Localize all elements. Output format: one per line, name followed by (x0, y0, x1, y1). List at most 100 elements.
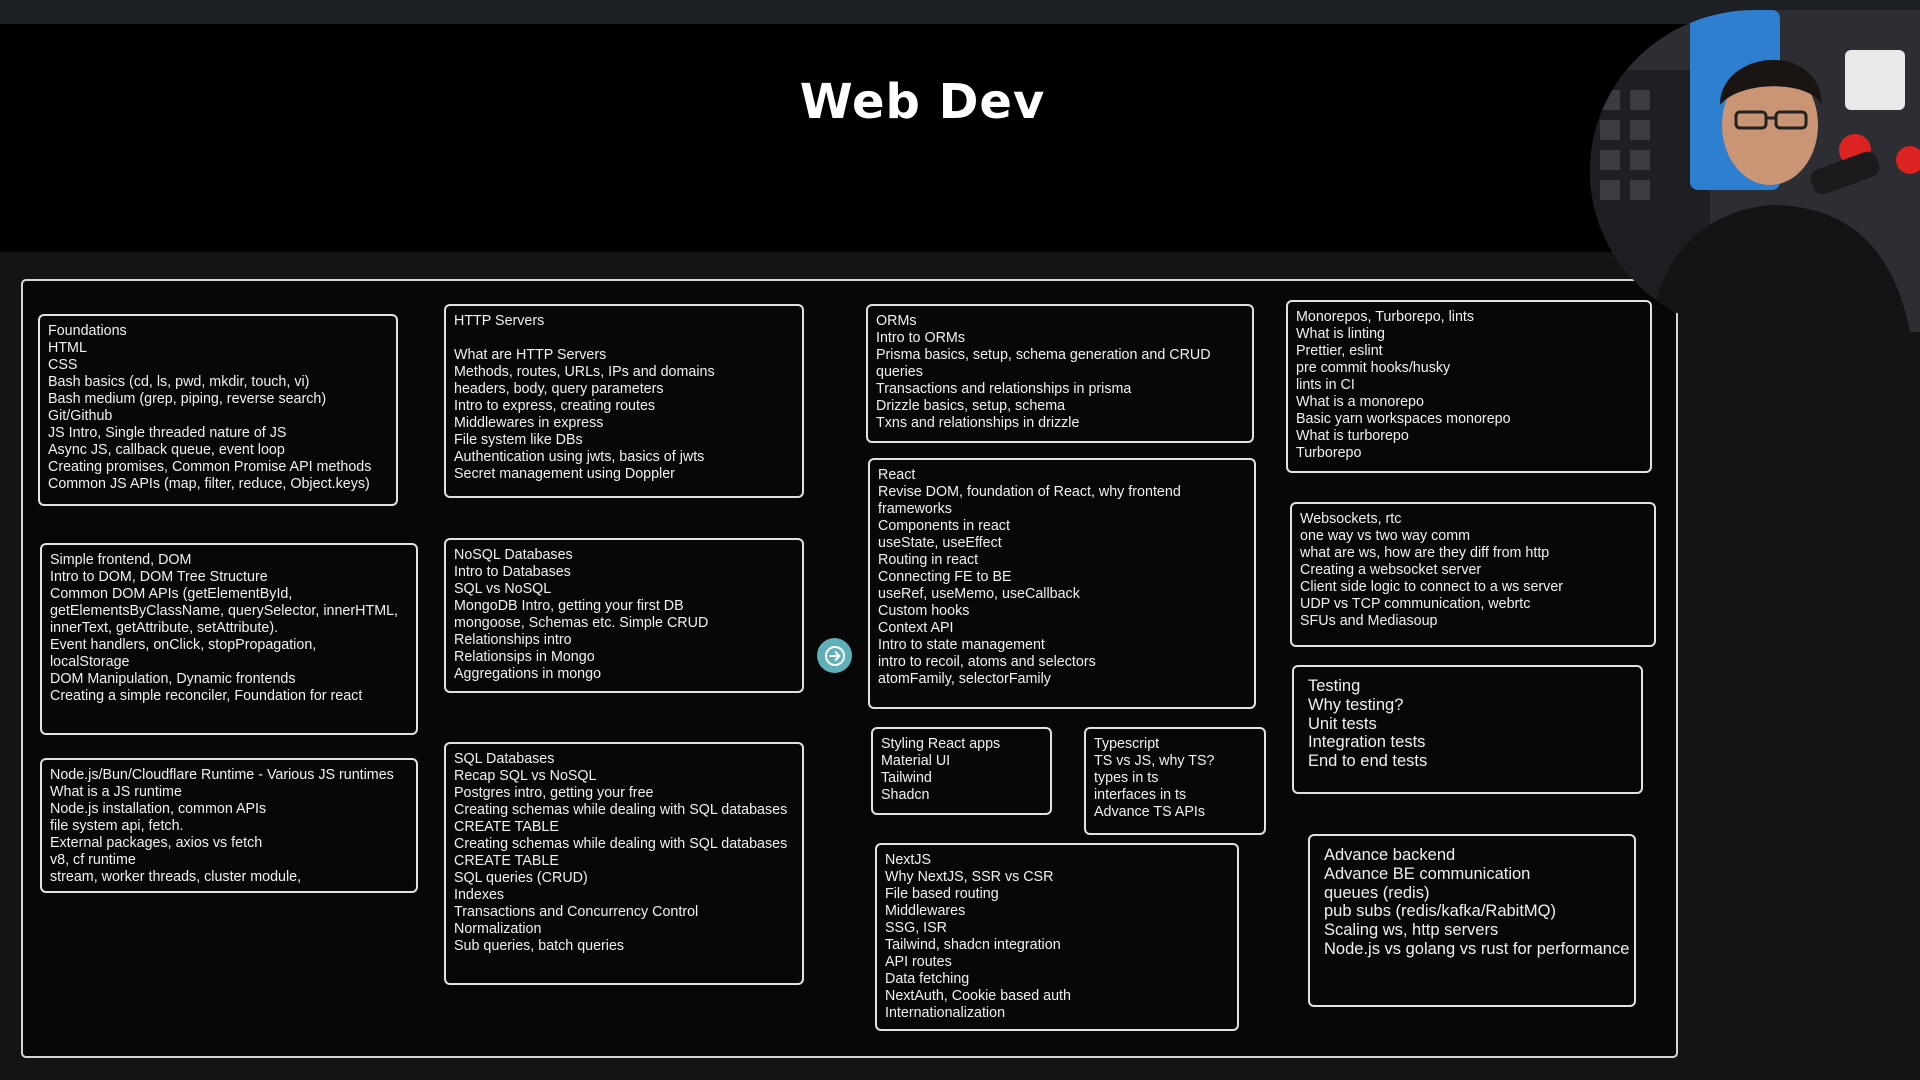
card-line: atomFamily, selectorFamily (878, 671, 1051, 687)
card-line: Internationalization (885, 1005, 1006, 1021)
card-line: lints in CI (1296, 377, 1355, 393)
card-line: Secret management using Doppler (454, 466, 675, 482)
card-line: SSG, ISR (885, 920, 947, 936)
card-line: pre commit hooks/husky (1296, 360, 1451, 376)
presenter-webcam (1590, 10, 1920, 332)
card-line: Custom hooks (878, 603, 970, 619)
card-line: Intro to ORMs (876, 330, 965, 346)
card-line: v8, cf runtime (50, 852, 136, 868)
card-line: Git/Github (48, 408, 113, 424)
card-line: Unit tests (1308, 714, 1377, 733)
card-line: MongoDB Intro, getting your first DB (454, 598, 684, 614)
card-title: ORMs (876, 313, 917, 329)
card-line: Normalization (454, 921, 542, 937)
card-line: Authentication using jwts, basics of jwt… (454, 449, 705, 465)
card-title: Simple frontend, DOM (50, 552, 192, 568)
card-line: Advance BE communication (1324, 864, 1531, 883)
card-line: Bash basics (cd, ls, pwd, mkdir, touch, … (48, 374, 310, 390)
card-line: Intro to state management (878, 637, 1045, 653)
card-title: SQL Databases (454, 751, 555, 767)
card-line: CREATE TABLE (454, 819, 559, 835)
card-title: Advance backend (1324, 846, 1456, 864)
card-line: Transactions and relationships in prisma (876, 381, 1132, 397)
card-line: Scaling ws, http servers (1324, 921, 1499, 940)
card-title: NextJS (885, 852, 932, 868)
card-line: getElementsByClassName, querySelector, i… (50, 603, 399, 619)
card-line: Recap SQL vs NoSQL (454, 768, 597, 784)
card-line: CSS (48, 357, 78, 373)
card-line: What is turborepo (1296, 428, 1409, 444)
card-title: Monorepos, Turborepo, lints (1296, 309, 1475, 325)
card-line: Integration tests (1308, 733, 1426, 752)
card-line: Tailwind (881, 770, 932, 786)
card-line: Txns and relationships in drizzle (876, 415, 1080, 431)
card-line: Middlewares (885, 903, 966, 919)
card-line: innerText, getAttribute, setAttribute). (50, 620, 279, 636)
card-line: Creating a websocket server (1300, 562, 1482, 578)
card-line: Shadcn (881, 787, 930, 803)
card-line: Creating schemas while dealing with SQL … (454, 836, 788, 852)
card-line: Why testing? (1308, 695, 1404, 714)
card-line: Data fetching (885, 971, 970, 987)
card-line: intro to recoil, atoms and selectors (878, 654, 1096, 670)
card-line: HTML (48, 340, 87, 356)
card-title: React (878, 467, 916, 483)
card-line: pub subs (redis/kafka/RabitMQ) (1324, 902, 1557, 921)
card-line: Async JS, callback queue, event loop (48, 442, 285, 458)
card-title: NoSQL Databases (454, 547, 573, 563)
card-line: interfaces in ts (1094, 787, 1187, 803)
card-title: Typescript (1094, 736, 1160, 752)
card-line: UDP vs TCP communication, webrtc (1300, 596, 1531, 612)
card-line: file system api, fetch. (50, 818, 184, 834)
card-line: Components in react (878, 518, 1010, 534)
card-line: what are ws, how are they diff from http (1300, 545, 1550, 561)
card-line: Intro to DOM, DOM Tree Structure (50, 569, 268, 585)
card-line: TS vs JS, why TS? (1094, 753, 1215, 769)
card-line: What is linting (1296, 326, 1385, 342)
card-line: Routing in react (878, 552, 979, 568)
arrow-right-circle-icon[interactable] (817, 638, 852, 673)
card-line: JS Intro, Single threaded nature of JS (48, 425, 287, 441)
card-line: useState, useEffect (878, 535, 1002, 551)
card-line: Intro to Databases (454, 564, 571, 580)
card-line: Aggregations in mongo (454, 666, 602, 682)
card-line: useRef, useMemo, useCallback (878, 586, 1080, 602)
card-line: Tailwind, shadcn integration (885, 937, 1061, 953)
roadmap-board (21, 279, 1678, 1058)
card-line: Common JS APIs (map, filter, reduce, Obj… (48, 476, 370, 492)
page-title: Web Dev (799, 74, 1046, 130)
card-line: Event handlers, onClick, stopPropagation… (50, 637, 317, 653)
card-title: Node.js/Bun/Cloudflare Runtime - Various… (50, 767, 394, 783)
card-line: Prettier, eslint (1296, 343, 1383, 359)
card-line: Drizzle basics, setup, schema (876, 398, 1066, 414)
card-line: End to end tests (1308, 752, 1428, 771)
card-title: Styling React apps (881, 736, 1001, 752)
card-line: SQL vs NoSQL (454, 581, 552, 597)
card-line: CREATE TABLE (454, 853, 559, 869)
card-line: localStorage (50, 654, 130, 670)
card-line: SQL queries (CRUD) (454, 870, 588, 886)
card-line: queues (redis) (1324, 883, 1430, 902)
card-line: Turborepo (1296, 445, 1362, 461)
card-line: Node.js vs golang vs rust for performanc… (1324, 939, 1630, 958)
card-line: Methods, routes, URLs, IPs and domains (454, 364, 715, 380)
card-line: Relationships intro (454, 632, 572, 648)
card-line: Sub queries, batch queries (454, 938, 625, 954)
card-js-runtimes[interactable]: Node.js/Bun/Cloudflare Runtime - Various… (40, 758, 418, 893)
card-line: Creating a simple reconciler, Foundation… (50, 688, 363, 704)
card-line: Prisma basics, setup, schema generation … (876, 347, 1211, 363)
